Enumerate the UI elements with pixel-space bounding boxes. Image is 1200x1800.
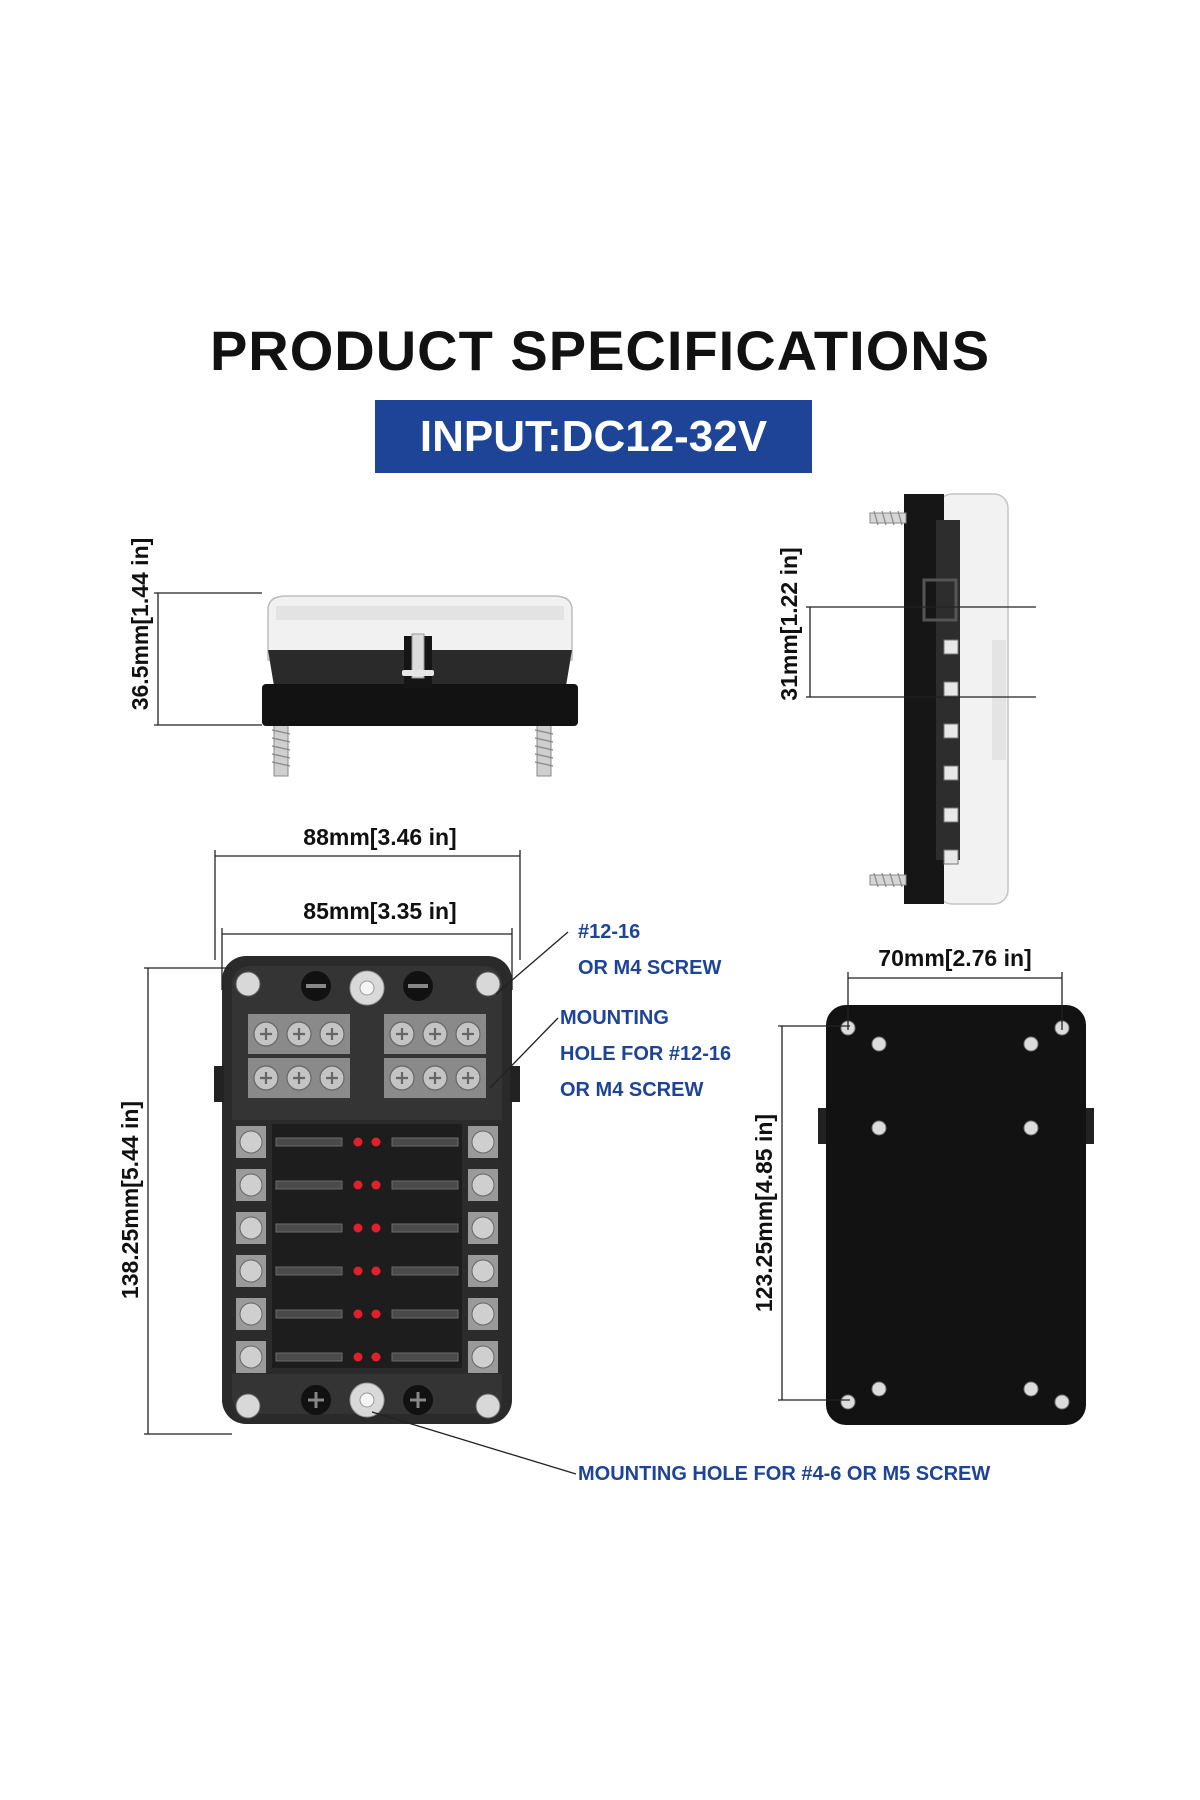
dim-back-length: 123.25mm[4.85 in] [751, 1114, 777, 1312]
fuse-slot [275, 1352, 343, 1362]
note-mount-line1: MOUNTING [560, 1007, 669, 1029]
back-view-body [826, 1005, 1086, 1425]
back-hole [871, 1036, 887, 1052]
note-mount-line3: OR M4 SCREW [560, 1079, 703, 1101]
back-hole [1023, 1381, 1039, 1397]
fuse-slot [275, 1180, 343, 1190]
fuse-led [371, 1137, 381, 1147]
fuse-led [353, 1266, 363, 1276]
dim-inner-width: 85mm[3.35 in] [303, 898, 456, 924]
fuse-slot [391, 1223, 459, 1233]
dim-side-depth: 31mm[1.22 in] [776, 547, 802, 700]
front-base [262, 684, 578, 726]
back-view: 70mm[2.76 in] 123.25mm[4.85 in] [751, 945, 1094, 1425]
note-bottom-mount: MOUNTING HOLE FOR #4-6 OR M5 SCREW [578, 1463, 990, 1485]
fuse-led [371, 1309, 381, 1319]
fuse-slot [391, 1180, 459, 1190]
side-screw-top [869, 510, 907, 526]
fuse-led [353, 1352, 363, 1362]
note-mount-line2: HOLE FOR #12-16 [560, 1043, 731, 1065]
page-title: PRODUCT SPECIFICATIONS [209, 319, 991, 382]
fuse-led [371, 1223, 381, 1233]
dim-overall-length: 138.25mm[5.44 in] [117, 1101, 143, 1299]
fuse-led [353, 1309, 363, 1319]
front-view: 36.5mm[1.44 in] [127, 538, 578, 777]
fuse-slot [275, 1137, 343, 1147]
input-voltage-badge: INPUT:DC12-32V [375, 400, 812, 473]
fuse-led [371, 1266, 381, 1276]
fuse-led [353, 1223, 363, 1233]
back-hole [871, 1381, 887, 1397]
fuse-slot [275, 1309, 343, 1319]
bus-bar-screws [253, 1021, 481, 1091]
fuse-slot [391, 1309, 459, 1319]
fuse-led [353, 1180, 363, 1190]
top-view: 88mm[3.46 in] 85mm[3.35 in] 138.25mm[5.4… [117, 824, 577, 1475]
back-hole [1023, 1036, 1039, 1052]
dim-overall-width: 88mm[3.46 in] [303, 824, 456, 850]
note-screw-line1: #12-16 [578, 921, 640, 943]
front-screw-left [271, 721, 291, 777]
back-hole [1054, 1394, 1070, 1410]
back-hole [840, 1394, 856, 1410]
fuse-led [371, 1352, 381, 1362]
fuse-slot [391, 1137, 459, 1147]
fuse-led [353, 1137, 363, 1147]
fuse-slot [391, 1266, 459, 1276]
fuse-rows [236, 1126, 498, 1373]
front-screw-right [534, 721, 554, 777]
side-view: 31mm[1.22 in] [776, 493, 1036, 905]
side-screw-bottom [869, 872, 907, 888]
back-hole [871, 1120, 887, 1136]
dim-height-front: 36.5mm[1.44 in] [127, 538, 153, 711]
note-screw-line2: OR M4 SCREW [578, 957, 721, 979]
fuse-slot [391, 1352, 459, 1362]
fuse-led [371, 1180, 381, 1190]
dim-back-width: 70mm[2.76 in] [878, 945, 1031, 971]
back-hole [1023, 1120, 1039, 1136]
fuse-slot [275, 1223, 343, 1233]
fuse-slot [275, 1266, 343, 1276]
